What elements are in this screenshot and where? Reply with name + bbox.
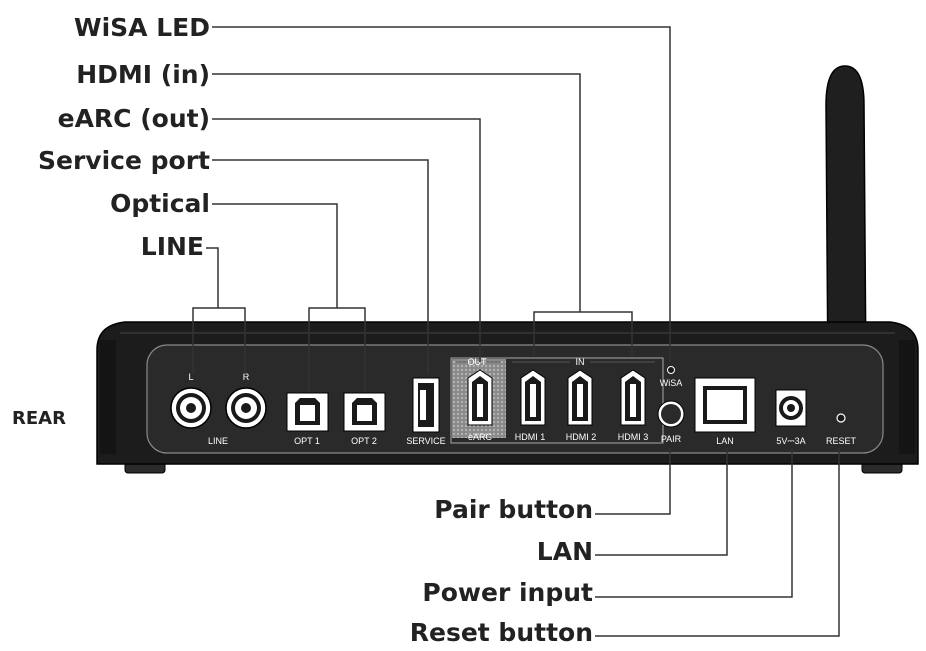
optical-callout: Optical (110, 189, 210, 218)
lan-panel-label: LAN (716, 436, 734, 446)
reset-panel-label: RESET (826, 436, 857, 446)
lan-port[interactable] (694, 377, 756, 433)
pair-button-callout: Pair button (434, 495, 593, 524)
optical-port-1[interactable] (286, 392, 329, 432)
leader-lines-top (192, 26, 671, 392)
reset-pinhole-button[interactable] (836, 413, 846, 423)
earc-hdmi-port[interactable] (467, 369, 493, 426)
leader-lines-bottom (595, 448, 840, 637)
line-rca-right-jack[interactable] (225, 387, 267, 429)
service-label: SERVICE (406, 436, 445, 446)
earc-label: eARC (468, 432, 493, 442)
line-rca-left-jack[interactable] (170, 387, 212, 429)
line-label: LINE (208, 436, 228, 446)
opt1-label: OPT 1 (294, 436, 320, 446)
hdmi3-label: HDMI 3 (618, 432, 649, 442)
hdmi2-label: HDMI 2 (566, 432, 597, 442)
wisa-led-icon (667, 366, 675, 374)
wisa-led-callout: WiSA LED (74, 13, 210, 42)
wisa-label: WiSA (660, 378, 683, 388)
pair-button[interactable] (657, 400, 685, 428)
hdmi-2-port[interactable] (567, 369, 593, 426)
service-usb-port[interactable] (412, 377, 440, 433)
reset-button-callout: Reset button (410, 618, 593, 647)
service-port-callout: Service port (38, 146, 210, 175)
optical-port-2[interactable] (343, 392, 386, 432)
pair-label: PAIR (661, 434, 682, 444)
hdmi1-label: HDMI 1 (515, 432, 546, 442)
line-l-label: L (188, 372, 193, 382)
hdmi-3-port[interactable] (620, 369, 646, 426)
power-input-callout: Power input (422, 578, 593, 607)
hdmi-in-callout: HDMI (in) (76, 60, 210, 89)
in-label: IN (576, 357, 585, 367)
power-panel-label: 5V⎓3A (776, 436, 805, 446)
lan-callout: LAN (537, 537, 593, 566)
earc-out-callout: eARC (out) (58, 104, 210, 133)
line-r-label: R (243, 372, 250, 382)
opt2-label: OPT 2 (351, 436, 377, 446)
hdmi-1-port[interactable] (520, 369, 546, 426)
power-input-jack[interactable] (775, 389, 807, 427)
out-label: OUT (468, 357, 488, 367)
rear-label: REAR (12, 408, 66, 429)
line-callout: LINE (141, 232, 204, 261)
